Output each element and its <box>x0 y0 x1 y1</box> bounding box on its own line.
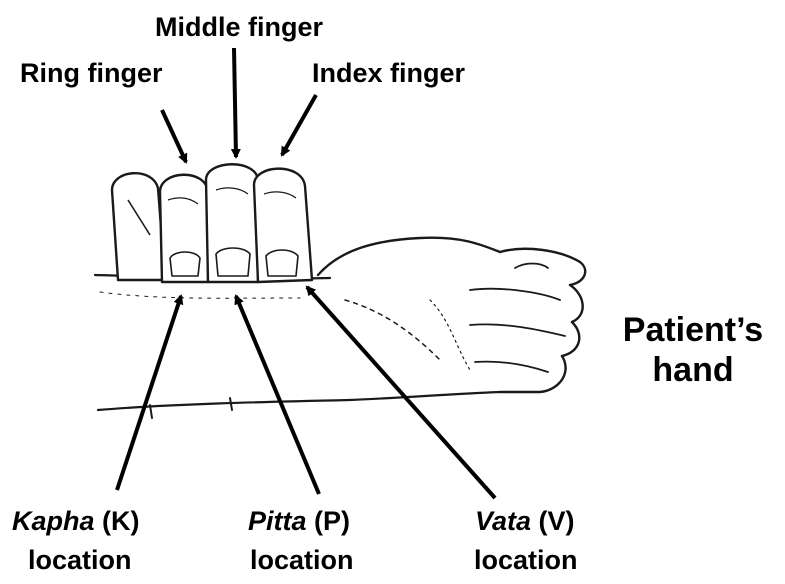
middle-finger-sketch <box>206 164 258 282</box>
forearm-sketch <box>95 275 500 418</box>
ring-finger-arrow <box>162 110 186 162</box>
little-finger-sketch <box>112 173 165 280</box>
pitta-term: Pitta <box>248 506 307 536</box>
pitta-location-suffix: location <box>250 547 354 574</box>
index-finger-sketch <box>254 169 312 282</box>
patient-hand-line2: hand <box>608 350 778 390</box>
vata-term: Vata <box>475 506 531 536</box>
vata-location-label: Vata (V) <box>475 508 575 535</box>
index-finger-label: Index finger <box>312 60 465 87</box>
kapha-arrow <box>117 296 181 490</box>
kapha-location-label: Kapha (K) <box>12 508 140 535</box>
ring-finger-label: Ring finger <box>20 60 163 87</box>
kapha-abbr: (K) <box>102 506 139 536</box>
vata-arrow <box>307 287 495 498</box>
pitta-arrow <box>236 296 319 494</box>
kapha-term: Kapha <box>12 506 95 536</box>
vata-location-suffix: location <box>474 547 578 574</box>
patient-hand-label: Patient’s hand <box>608 310 778 390</box>
ring-finger-sketch <box>160 175 208 282</box>
vata-abbr: (V) <box>539 506 575 536</box>
pitta-abbr: (P) <box>314 506 350 536</box>
index-finger-arrow <box>282 95 316 155</box>
middle-finger-label: Middle finger <box>155 14 323 41</box>
patient-hand-sketch <box>318 238 585 392</box>
middle-finger-arrow <box>234 48 236 157</box>
patient-hand-line1: Patient’s <box>608 310 778 350</box>
kapha-location-suffix: location <box>28 547 132 574</box>
pitta-location-label: Pitta (P) <box>248 508 350 535</box>
examiner-fingers-sketch <box>112 164 312 282</box>
